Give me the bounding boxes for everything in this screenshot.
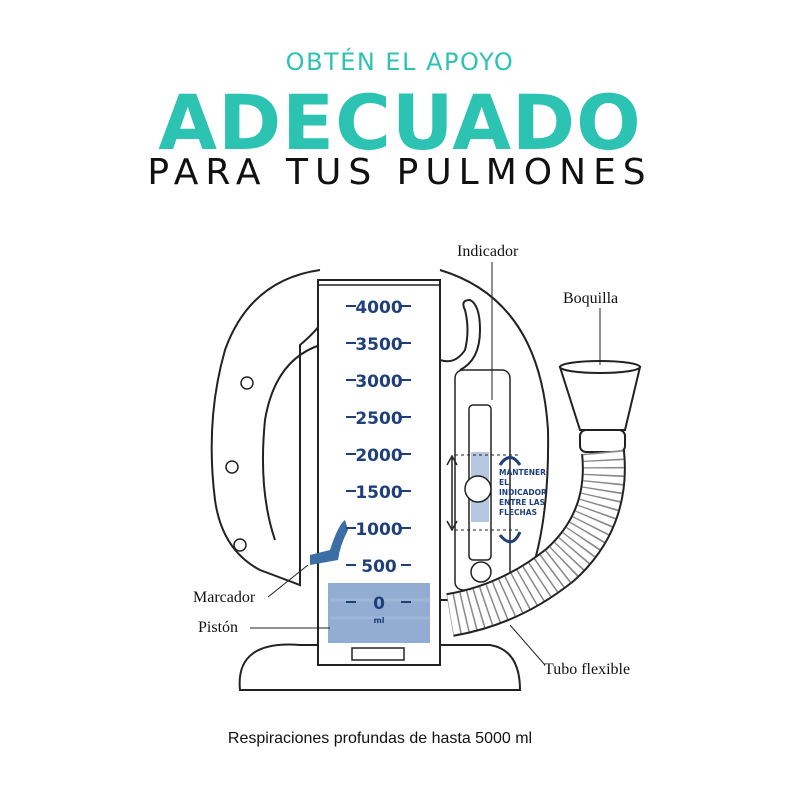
label-marcador: Marcador [193,589,256,606]
indicator-instruction-line: INDICADOR [499,488,547,497]
headline-main: ADECUADO [158,78,642,167]
scale-label: 1500 [355,483,402,503]
scale-label: 1000 [355,520,402,540]
label-piston: Pistón [198,619,239,636]
scale-label: 0 [373,594,385,614]
scale-label: 3000 [355,372,402,392]
scale-label: 2500 [355,409,402,429]
indicator-instruction-line: MANTENER [499,468,546,477]
indicator-instruction-line: FLECHAS [499,508,537,517]
indicator-instruction-line: ENTRE LAS [499,498,545,507]
headline-sub: PARA TUS PULMONES [147,152,653,193]
scale-label: 3500 [355,335,402,355]
indicator-instruction-line: EL [499,478,509,487]
label-indicador: Indicador [457,243,519,260]
scale-label: 2000 [355,446,402,466]
scale-label: 500 [361,557,397,577]
label-tubo-flexible: Tubo flexible [544,661,631,678]
scale-label: 4000 [355,298,402,318]
label-boquilla: Boquilla [563,290,619,307]
caption: Respiraciones profundas de hasta 5000 ml [227,730,533,747]
headline-top: OBTÉN EL APOYO [285,48,515,76]
scale-unit: ml [373,616,384,625]
